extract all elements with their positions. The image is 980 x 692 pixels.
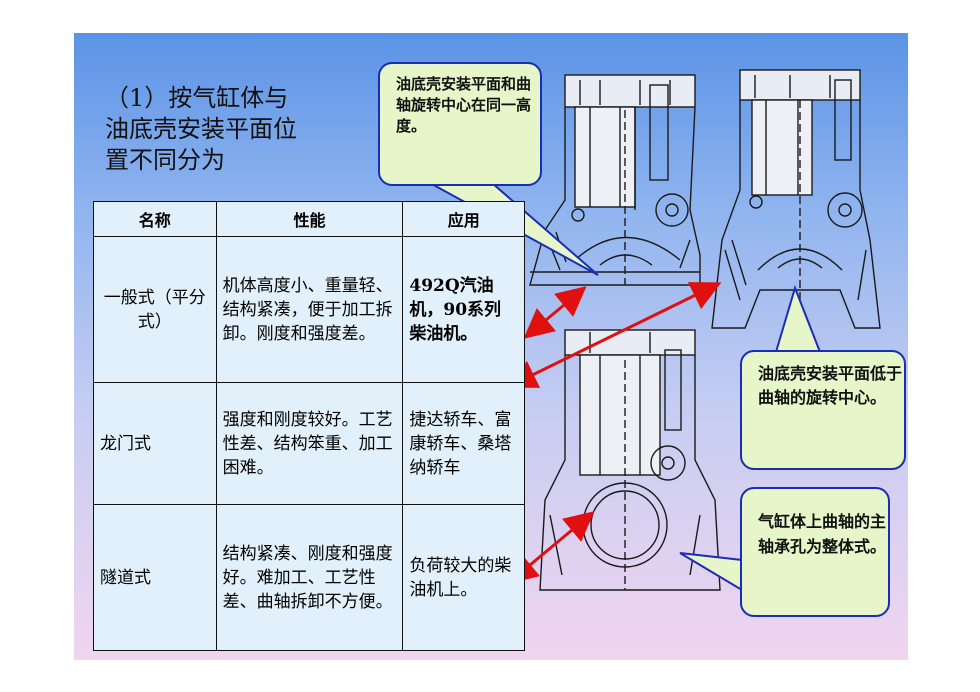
table-row: 一般式（平分式） 机体高度小、重量轻、结构紧凑，便于加工拆卸。刚度和强度差。 4…	[93, 236, 525, 383]
drawing-gantry-type	[711, 69, 881, 329]
row-performance: 强度和刚度较好。工艺性差、结构笨重、加工困难。	[215, 382, 404, 505]
header-performance: 性能	[215, 201, 404, 237]
row-name: 龙门式	[93, 382, 217, 505]
drawing-tunnel-type	[539, 329, 721, 591]
header-application: 应用	[402, 201, 525, 237]
header-name: 名称	[93, 201, 217, 237]
table-header-row: 名称 性能 应用	[93, 201, 525, 237]
slide-heading: （1）按气缸体与 油底壳安装平面位 置不同分为	[105, 83, 335, 176]
row-name: 隧道式	[93, 504, 217, 651]
callout-gantry-type: 油底壳安装平面低于曲轴的旋转中心。	[740, 350, 906, 470]
table-row: 隧道式 结构紧凑、刚度和强度好。难加工、工艺性差、曲轴拆卸不方便。 负荷较大的柴…	[93, 504, 525, 651]
callout-tunnel-type: 气缸体上曲轴的主轴承孔为整体式。	[740, 487, 890, 617]
callout-general-type: 油底壳安装平面和曲轴旋转中心在同一高度。	[378, 62, 542, 186]
heading-line-1: （1）按气缸体与	[105, 84, 289, 112]
row-application: 492Q汽油机，90系列柴油机。	[402, 236, 525, 383]
drawing-general-type	[529, 74, 701, 286]
row-performance: 机体高度小、重量轻、结构紧凑，便于加工拆卸。刚度和强度差。	[215, 236, 404, 383]
heading-line-2: 油底壳安装平面位	[105, 115, 297, 143]
row-performance: 结构紧凑、刚度和强度好。难加工、工艺性差、曲轴拆卸不方便。	[215, 504, 404, 651]
row-application: 负荷较大的柴油机上。	[402, 504, 525, 651]
callout-bottom-tail	[679, 552, 743, 592]
row-name: 一般式（平分式）	[93, 236, 217, 383]
table-row: 龙门式 强度和刚度较好。工艺性差、结构笨重、加工困难。 捷达轿车、富康轿车、桑塔…	[93, 382, 525, 505]
heading-line-3: 置不同分为	[105, 146, 225, 174]
crankcase-types-table: 名称 性能 应用 一般式（平分式） 机体高度小、重量轻、结构紧凑，便于加工拆卸。…	[93, 201, 525, 651]
arrow-general	[523, 286, 587, 339]
arrow-gantry	[506, 282, 722, 388]
callout-right-tail	[774, 284, 822, 353]
arrow-tunnel	[507, 511, 595, 584]
row-application: 捷达轿车、富康轿车、桑塔纳轿车	[402, 382, 525, 505]
